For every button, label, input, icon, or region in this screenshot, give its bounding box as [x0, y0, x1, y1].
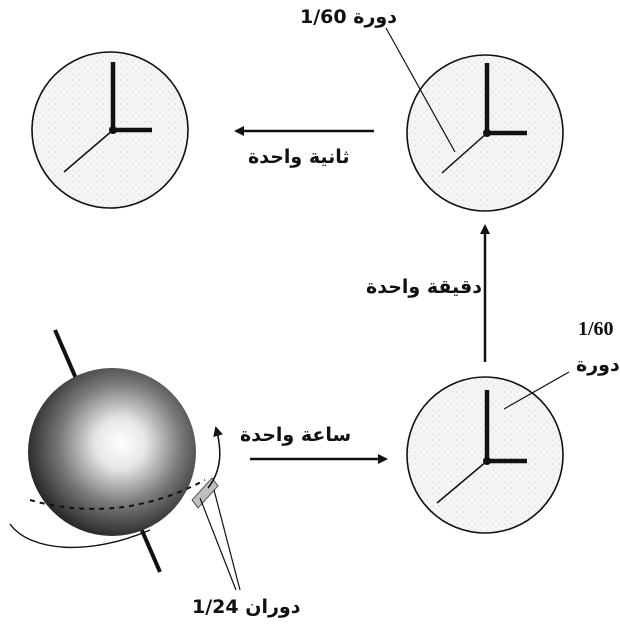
right-revolution-label: دورة — [576, 354, 620, 376]
rotation-arrow — [208, 428, 220, 488]
right-fraction-label: 1/60 — [578, 318, 614, 341]
earth-rotation-label: دوران 1/24 — [192, 596, 300, 618]
rotation-segment — [192, 478, 218, 508]
top-revolution-label: دورة 1/60 — [300, 6, 397, 28]
second-label: ثانية واحدة — [248, 146, 350, 168]
clock-top-left — [32, 52, 188, 208]
clock-top-right — [407, 55, 563, 211]
hour-label: ساعة واحدة — [240, 424, 351, 446]
minute-label: دقيقة واحدة — [366, 276, 482, 298]
clock-bottom-right — [407, 377, 563, 533]
earth-globe — [10, 330, 240, 590]
